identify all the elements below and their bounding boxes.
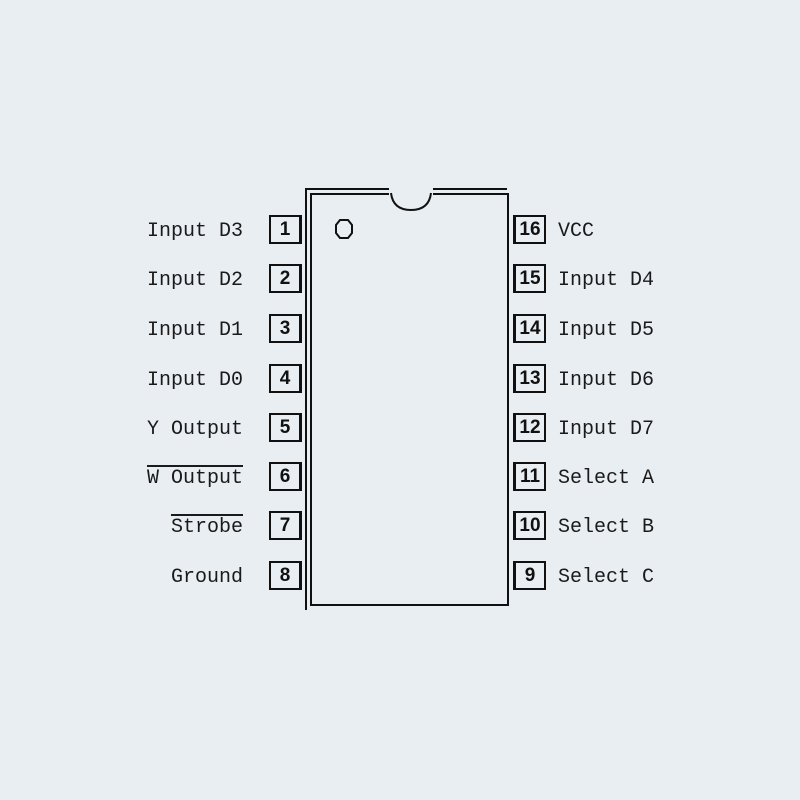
pin-4-label: Input D0 [146,369,243,392]
pin-15: 15 [513,264,546,293]
pin1-indicator-icon [334,218,354,240]
pin-10: 10 [513,511,546,540]
pin-7-label: Strobe [170,516,243,539]
pin-13-label: Input D6 [558,369,655,392]
pin-5: 5 [269,413,302,442]
pin-8-label: Ground [170,566,243,589]
pin-11-label: Select A [558,467,655,490]
pin-7: 7 [269,511,302,540]
pin-3-label: Input D1 [146,319,243,342]
pin-6: 6 [269,462,302,491]
pin-12-label: Input D7 [558,418,655,441]
pin-16: 16 [513,215,546,244]
pin-8: 8 [269,561,302,590]
pin-13: 13 [513,364,546,393]
chip-notch-icon [389,180,433,214]
pin-4: 4 [269,364,302,393]
pin-16-label: VCC [558,220,595,243]
pin-11: 11 [513,462,546,491]
pin-10-label: Select B [558,516,655,539]
pin-1: 1 [269,215,302,244]
pin-12: 12 [513,413,546,442]
pin-6-label: W Output [146,467,243,490]
pin-9-label: Select C [558,566,655,589]
pin-2-label: Input D2 [146,269,243,292]
pin-14-label: Input D5 [558,319,655,342]
chip-outline-inner [310,193,509,606]
pin-9: 9 [513,561,546,590]
pin-5-label: Y Output [146,418,243,441]
pin-2: 2 [269,264,302,293]
pin-1-label: Input D3 [146,220,243,243]
pin-3: 3 [269,314,302,343]
pin-14: 14 [513,314,546,343]
pin-15-label: Input D4 [558,269,655,292]
